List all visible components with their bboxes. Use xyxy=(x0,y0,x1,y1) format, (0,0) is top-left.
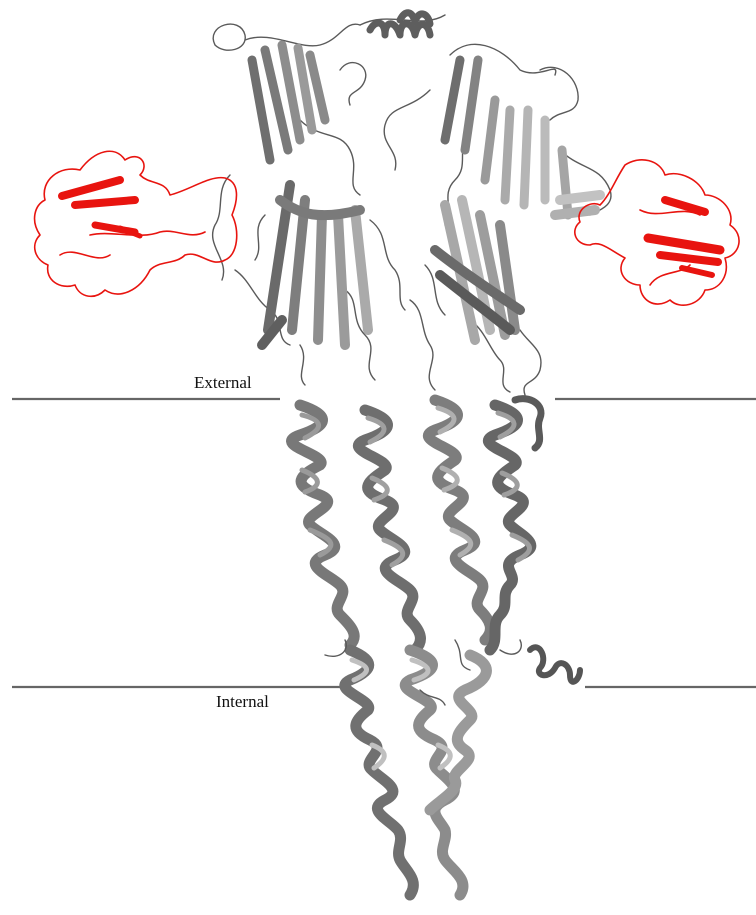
membrane-lines xyxy=(12,399,756,687)
transmembrane-helices xyxy=(292,399,580,682)
internal-label: Internal xyxy=(216,692,269,712)
intracellular-helices xyxy=(325,640,521,895)
external-label: External xyxy=(194,373,252,393)
extracellular-domain xyxy=(213,13,611,395)
bound-domain-right xyxy=(575,160,739,305)
bound-domain-left xyxy=(35,151,237,296)
